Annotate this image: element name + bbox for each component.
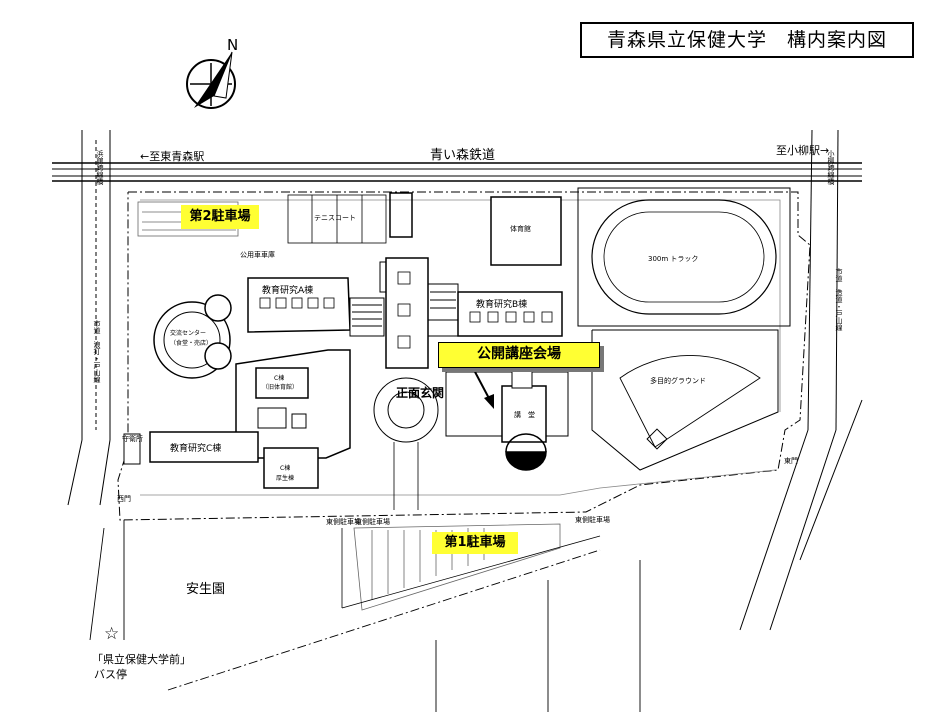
small-lot-label-3: 東側駐車場 xyxy=(575,516,610,524)
left-road-bridge-label: 浜館跨線橋 xyxy=(96,150,104,185)
railway-east-destination: 至小柳駅→ xyxy=(776,144,830,157)
front-entrance-label: 正面玄関 xyxy=(396,386,445,400)
neighbor-facility-label: 安生園 xyxy=(186,582,226,597)
bus-stop-star-icon: ☆ xyxy=(104,624,120,644)
small-lot-label-2: 東側駐車場 xyxy=(355,518,390,526)
small-lot-label-1: 東側駐車場 xyxy=(326,518,361,526)
building-b-label: 教育研究B棟 xyxy=(476,300,528,310)
exchange-center-sublabel: （食堂・売店） xyxy=(170,340,213,347)
c-welfare-label: C棟 xyxy=(280,465,291,472)
c-old-gym-sublabel: （旧体育館） xyxy=(262,384,299,391)
building-b xyxy=(457,291,563,337)
exchange-center-label: 交流センター xyxy=(170,330,207,337)
railway-line xyxy=(52,162,862,182)
right-road xyxy=(739,129,863,631)
left-road-city-label: 市道 浪打・戸山線 xyxy=(93,320,101,383)
building-c-welfare xyxy=(263,447,319,489)
lecture-hall-label: 講 堂 xyxy=(514,411,535,419)
railway-west-destination: ←至東青森駅 xyxy=(140,150,205,163)
lecture-hall-building xyxy=(445,365,569,471)
campus-boundary xyxy=(117,191,811,521)
building-c xyxy=(149,431,259,463)
gym-building xyxy=(490,196,562,266)
right-road-bridge-label: 小柳跨線橋 xyxy=(827,150,835,185)
east-gate-label: 東門 xyxy=(784,457,798,465)
tennis-court xyxy=(287,192,413,244)
bus-stop-name: 「県立保健大学前」 xyxy=(92,653,191,666)
west-gate-label: 西門 xyxy=(117,495,131,503)
public-garage-label: 公用車車庫 xyxy=(240,251,275,259)
track-field xyxy=(577,187,791,327)
venue-label: 公開講座会場 xyxy=(438,342,600,368)
building-c-label: 教育研究C棟 xyxy=(170,444,222,454)
building-c-old-gym xyxy=(235,349,351,459)
c-welfare-sublabel: 厚生棟 xyxy=(276,475,295,482)
front-entrance-loop xyxy=(373,377,439,510)
tennis-court-label: テニスコート xyxy=(314,214,356,222)
building-a-label: 教育研究A棟 xyxy=(262,286,314,296)
guard-house-label: 守衛所 xyxy=(122,435,143,443)
map-title: 青森県立保健大学 構内案内図 xyxy=(580,22,914,58)
bus-stop-sub: バス停 xyxy=(94,668,127,681)
track-label: 300m トラック xyxy=(648,255,699,263)
ground-label: 多目的グラウンド xyxy=(650,377,706,385)
left-road xyxy=(67,130,111,506)
gym-label: 体育館 xyxy=(510,225,531,233)
railway-name: 青い森鉄道 xyxy=(430,148,496,163)
compass-rose xyxy=(186,51,236,109)
parking-1-label: 第1駐車場 xyxy=(432,532,518,554)
right-road-city-label: 市道 造道・戸山線 xyxy=(835,268,843,331)
exchange-center-building xyxy=(153,294,232,379)
c-old-gym-label: C棟 xyxy=(274,375,285,382)
lower-roads xyxy=(89,520,641,712)
compass-north-label: N xyxy=(227,36,239,54)
central-hall xyxy=(385,257,429,369)
parking-2-label: 第2駐車場 xyxy=(181,205,259,229)
multi-purpose-ground xyxy=(591,329,779,471)
